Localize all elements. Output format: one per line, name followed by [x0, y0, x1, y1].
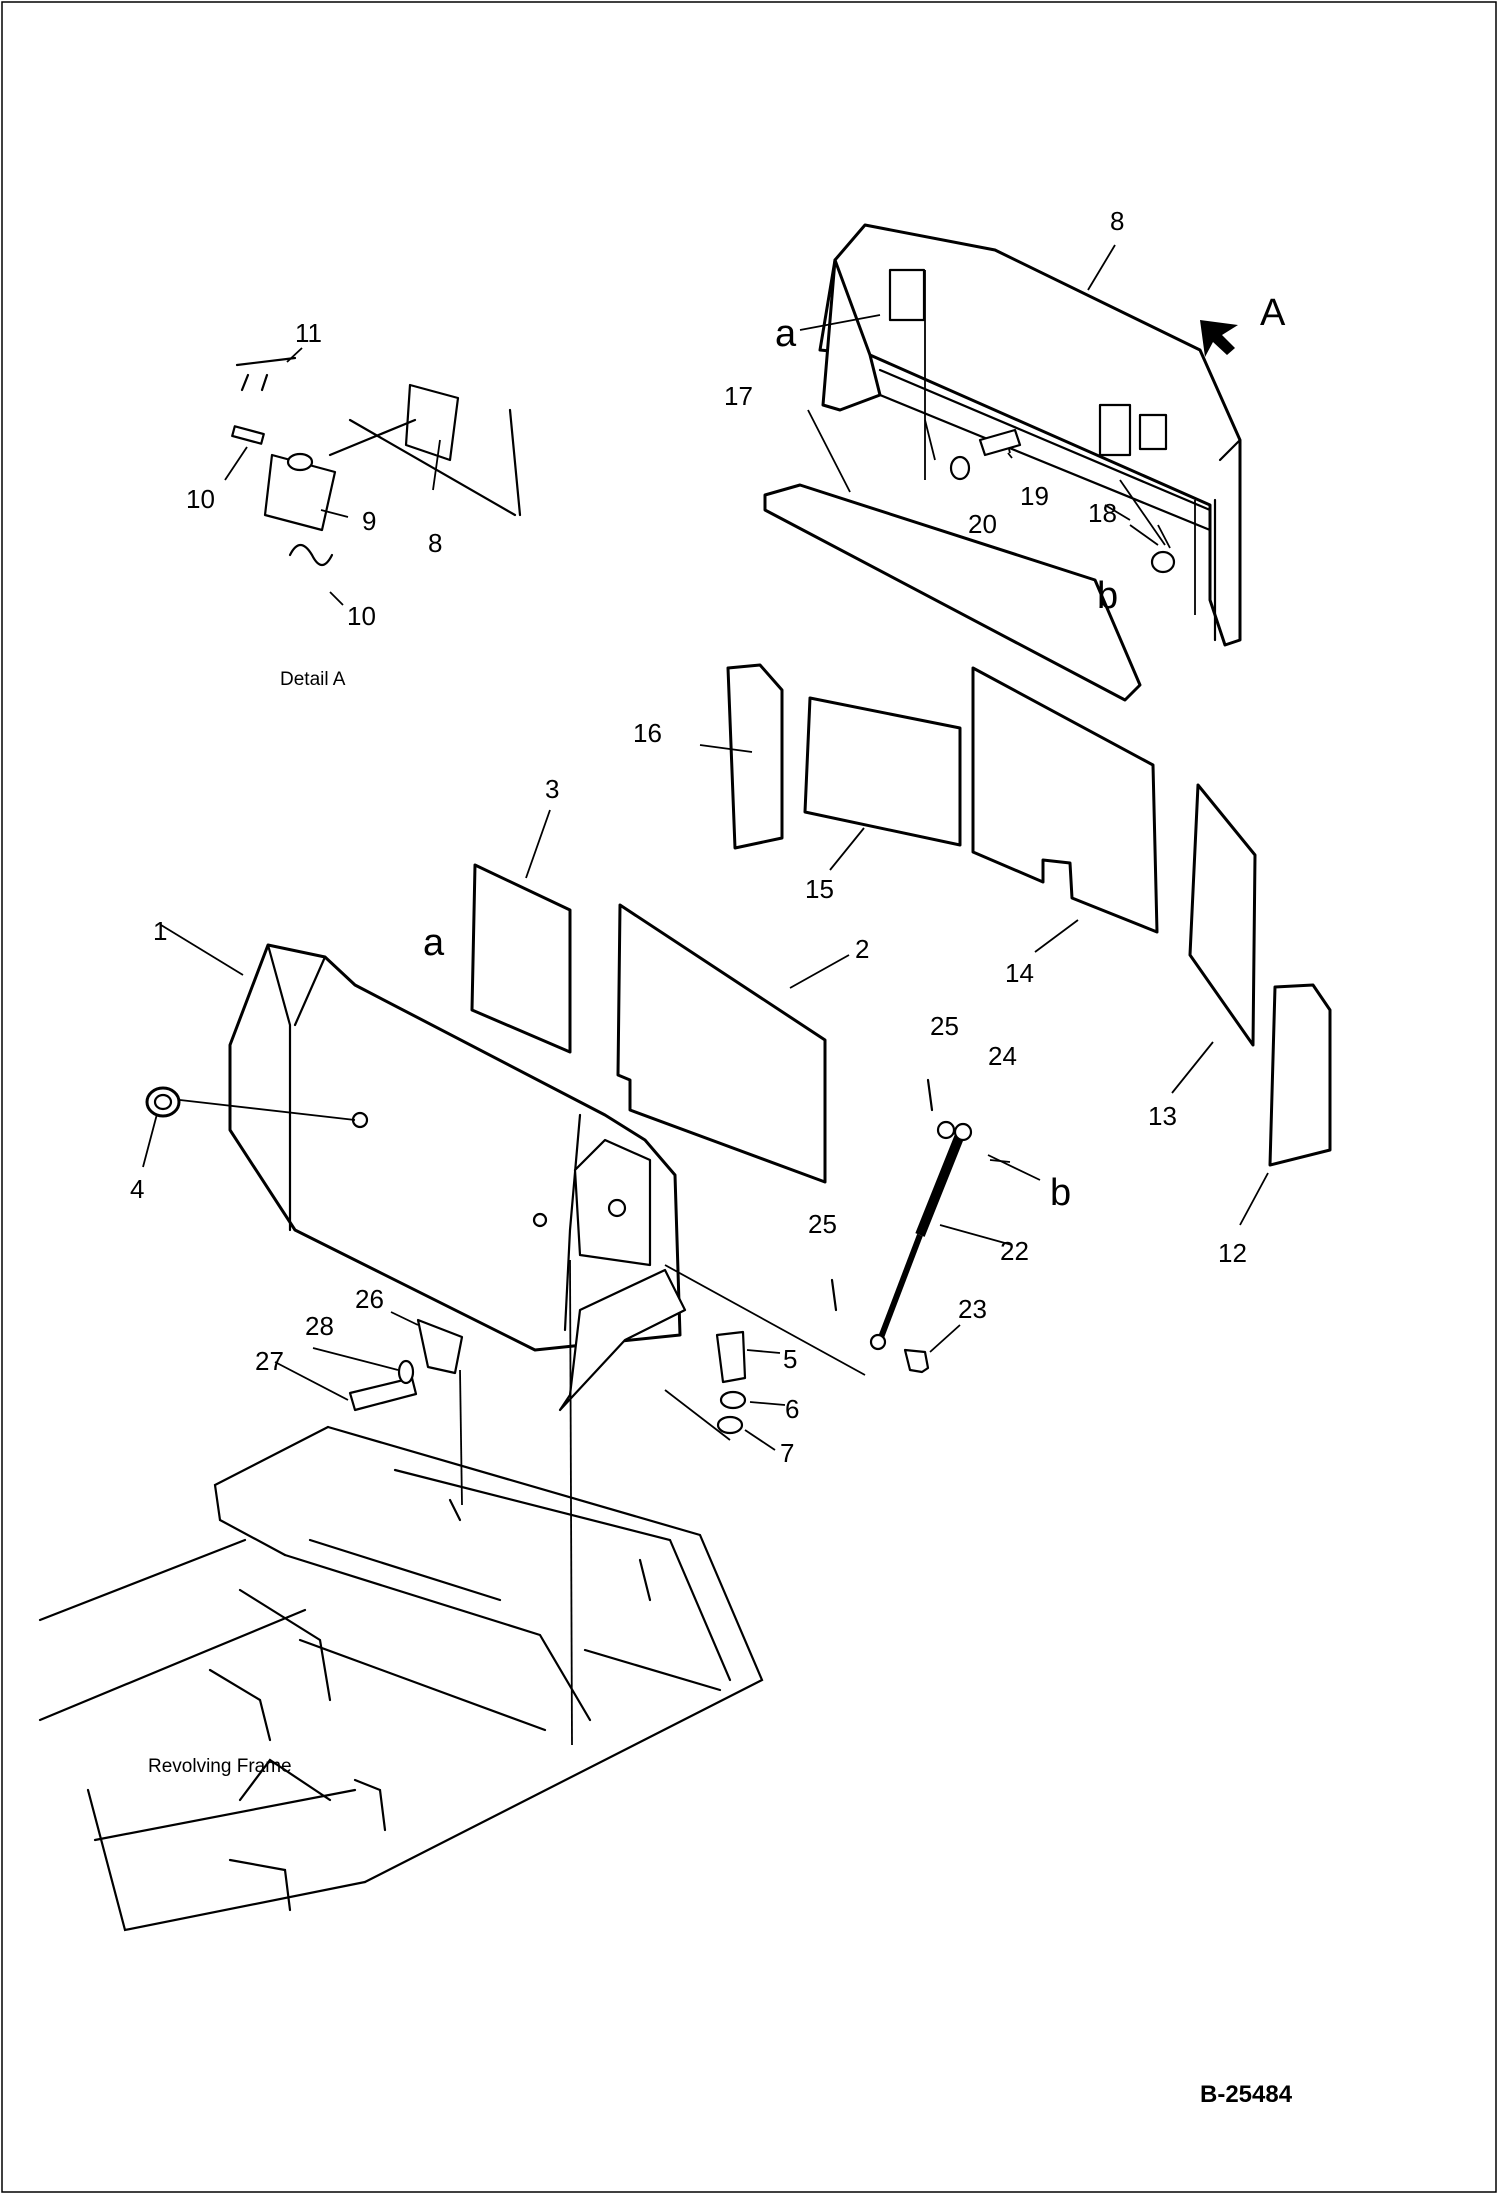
callout-12: 11	[295, 318, 322, 348]
panel-part-14	[1188, 783, 1257, 1047]
panel-part-2	[616, 903, 827, 1184]
callout-22: 22	[1000, 1236, 1029, 1266]
connector-label-a-top: a	[775, 313, 797, 355]
hinge-block-icon	[1098, 403, 1132, 457]
callout-17: 16	[633, 718, 662, 748]
view-arrow-label: A	[1260, 292, 1286, 334]
callout-21: 20	[968, 509, 997, 539]
callout-25-top: 25	[930, 1011, 959, 1041]
callout-8-cover: 8	[1110, 206, 1124, 236]
callout-18: 17	[724, 381, 753, 411]
detail-a	[231, 356, 522, 567]
callout-23: 23	[958, 1294, 987, 1324]
hinge-block-icon-2	[1138, 413, 1168, 451]
panel-part-16	[803, 696, 962, 847]
washer-part-28	[397, 1359, 415, 1385]
drawing-code: B-25484	[1200, 2081, 1293, 2108]
hinge-part-9	[263, 453, 337, 532]
nut-part-19	[1150, 550, 1176, 574]
washer-part-24	[936, 1120, 956, 1140]
callout-3: 3	[545, 774, 559, 804]
callout-15: 14	[1005, 958, 1034, 988]
callout-5: 5	[783, 1344, 797, 1374]
frame-caption: Revolving Frame	[148, 1756, 292, 1777]
callout-28: 28	[305, 1311, 334, 1341]
washer-part-21	[949, 455, 971, 481]
bolt-part-23	[903, 1348, 930, 1374]
bracket-part-26	[416, 1318, 464, 1375]
bolt-set-5-6-7	[715, 1330, 747, 1435]
revolving-frame	[38, 1425, 764, 1932]
callout-7: 7	[780, 1438, 794, 1468]
panel-part-3	[470, 863, 572, 1054]
leader-lines	[142, 244, 1269, 1451]
counterweight-part-1	[228, 943, 682, 1352]
panel-part-17	[726, 663, 784, 850]
gas-spring-part-22	[869, 1122, 973, 1351]
plate-part-18	[763, 483, 1142, 702]
detail-caption: Detail A	[280, 669, 346, 690]
pin-part-11	[231, 425, 265, 445]
panel-part-13	[1268, 983, 1332, 1167]
pin-part-25a	[926, 1078, 934, 1112]
callout-1: 1	[153, 916, 167, 946]
callout-11: 10	[186, 484, 215, 514]
view-arrow-icon	[1200, 320, 1238, 357]
callout-14: 13	[1148, 1101, 1177, 1131]
callout-19: 18	[1088, 498, 1117, 528]
callout-24: 24	[988, 1041, 1017, 1071]
connector-label-b-top: b	[1097, 575, 1118, 617]
callout-25-bottom: 25	[808, 1209, 837, 1239]
hinge-plate-icon	[888, 268, 926, 322]
callout-20: 19	[1020, 481, 1049, 511]
plug-part-4	[145, 1086, 181, 1118]
callout-4: 4	[130, 1174, 144, 1204]
panel-part-15	[971, 666, 1159, 934]
callout-27: 27	[255, 1346, 284, 1376]
callout-26: 26	[355, 1284, 384, 1314]
connector-lines	[179, 270, 1196, 1746]
callout-6: 6	[785, 1394, 799, 1424]
callout-10: 10	[347, 601, 376, 631]
hinge-leaf-part-8	[404, 383, 460, 462]
callout-2: 2	[855, 934, 869, 964]
bolt-part-27	[348, 1376, 418, 1412]
connector-label-b-spring: b	[1050, 1172, 1071, 1214]
callout-16: 15	[805, 874, 834, 904]
spring-part-10	[288, 543, 334, 567]
callout-8-detail: 8	[428, 528, 442, 558]
callout-13: 12	[1218, 1238, 1247, 1268]
bolt-part-20	[978, 428, 1022, 457]
callout-9: 9	[362, 506, 376, 536]
connector-label-a-body: a	[423, 922, 445, 964]
pin-part-25b	[830, 1278, 838, 1312]
